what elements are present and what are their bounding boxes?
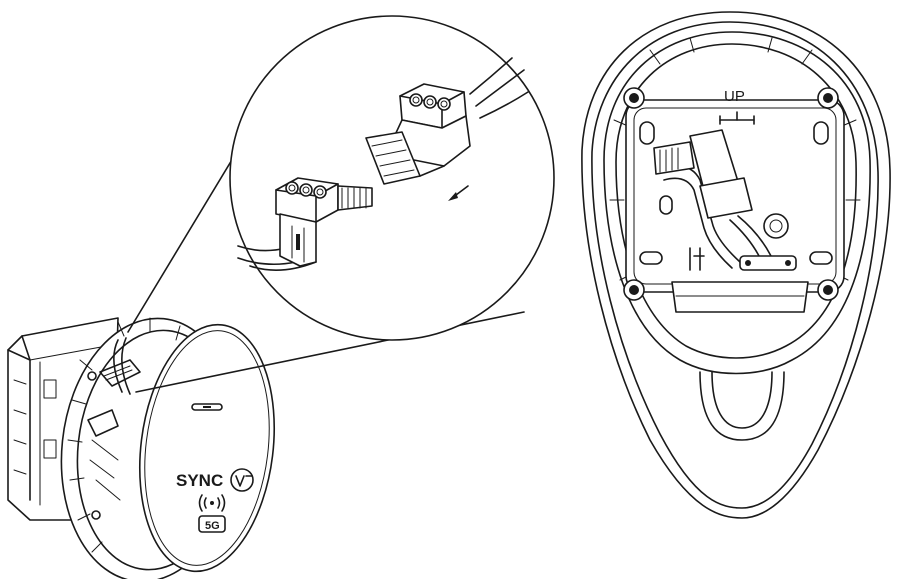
level-indicator-icon (719, 111, 755, 125)
terminal-plug-female (365, 83, 471, 185)
arrow-icon (448, 185, 469, 201)
front-cover: SYNC 5G (138, 323, 276, 573)
cable-right-b (475, 69, 525, 107)
charger-unit-left: SYNC 5G (7, 317, 276, 579)
cable-entry (671, 281, 809, 313)
orientation-label: UP (724, 88, 745, 105)
network-badge-text: 5G (205, 520, 220, 532)
cable-left-b (237, 257, 297, 266)
cable-right-a (469, 57, 513, 95)
rfid-icon (198, 494, 226, 512)
magnifier-callout (127, 15, 555, 393)
terminal-plug-male (275, 177, 373, 267)
network-badge: 5G (198, 515, 226, 533)
internal-wiring (653, 129, 797, 271)
screw-bosses (623, 87, 839, 301)
brand-text: SYNC (176, 471, 223, 490)
charger-back-view: UP (581, 11, 891, 519)
ev-logo-icon (230, 468, 254, 492)
